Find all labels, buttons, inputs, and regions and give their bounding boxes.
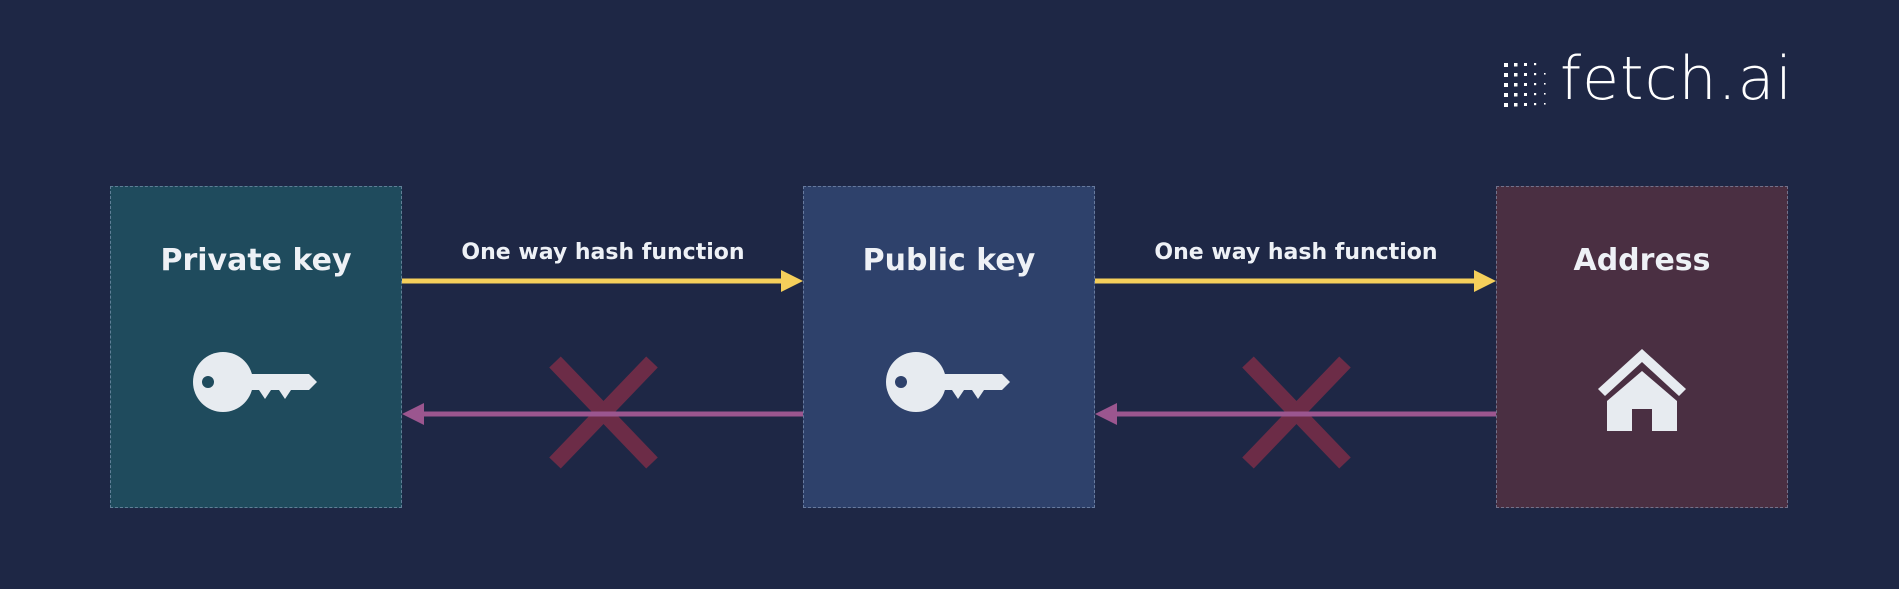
node-private-key: Private key [110, 186, 402, 508]
node-public-key: Public key [803, 186, 1095, 508]
node-public-key-label: Public key [862, 243, 1036, 278]
house-icon [1598, 349, 1686, 431]
node-address-label: Address [1573, 243, 1711, 278]
key-icon [886, 352, 1010, 412]
edge-label-hash-1: One way hash function [461, 240, 745, 265]
logo-dots-icon [1504, 63, 1546, 107]
edge-address-to-public-blocked [1095, 403, 1496, 425]
edge-public-to-address [1095, 270, 1496, 292]
key-icon [193, 352, 317, 412]
edge-private-to-public [402, 270, 803, 292]
logo-wordmark: fetch.ai [1560, 44, 1794, 114]
edge-label-hash-2: One way hash function [1154, 240, 1438, 265]
node-private-key-label: Private key [160, 243, 352, 278]
edge-public-to-private-blocked [402, 403, 803, 425]
fetch-ai-logo: fetch.ai [1500, 49, 1800, 115]
node-address: Address [1496, 186, 1788, 508]
